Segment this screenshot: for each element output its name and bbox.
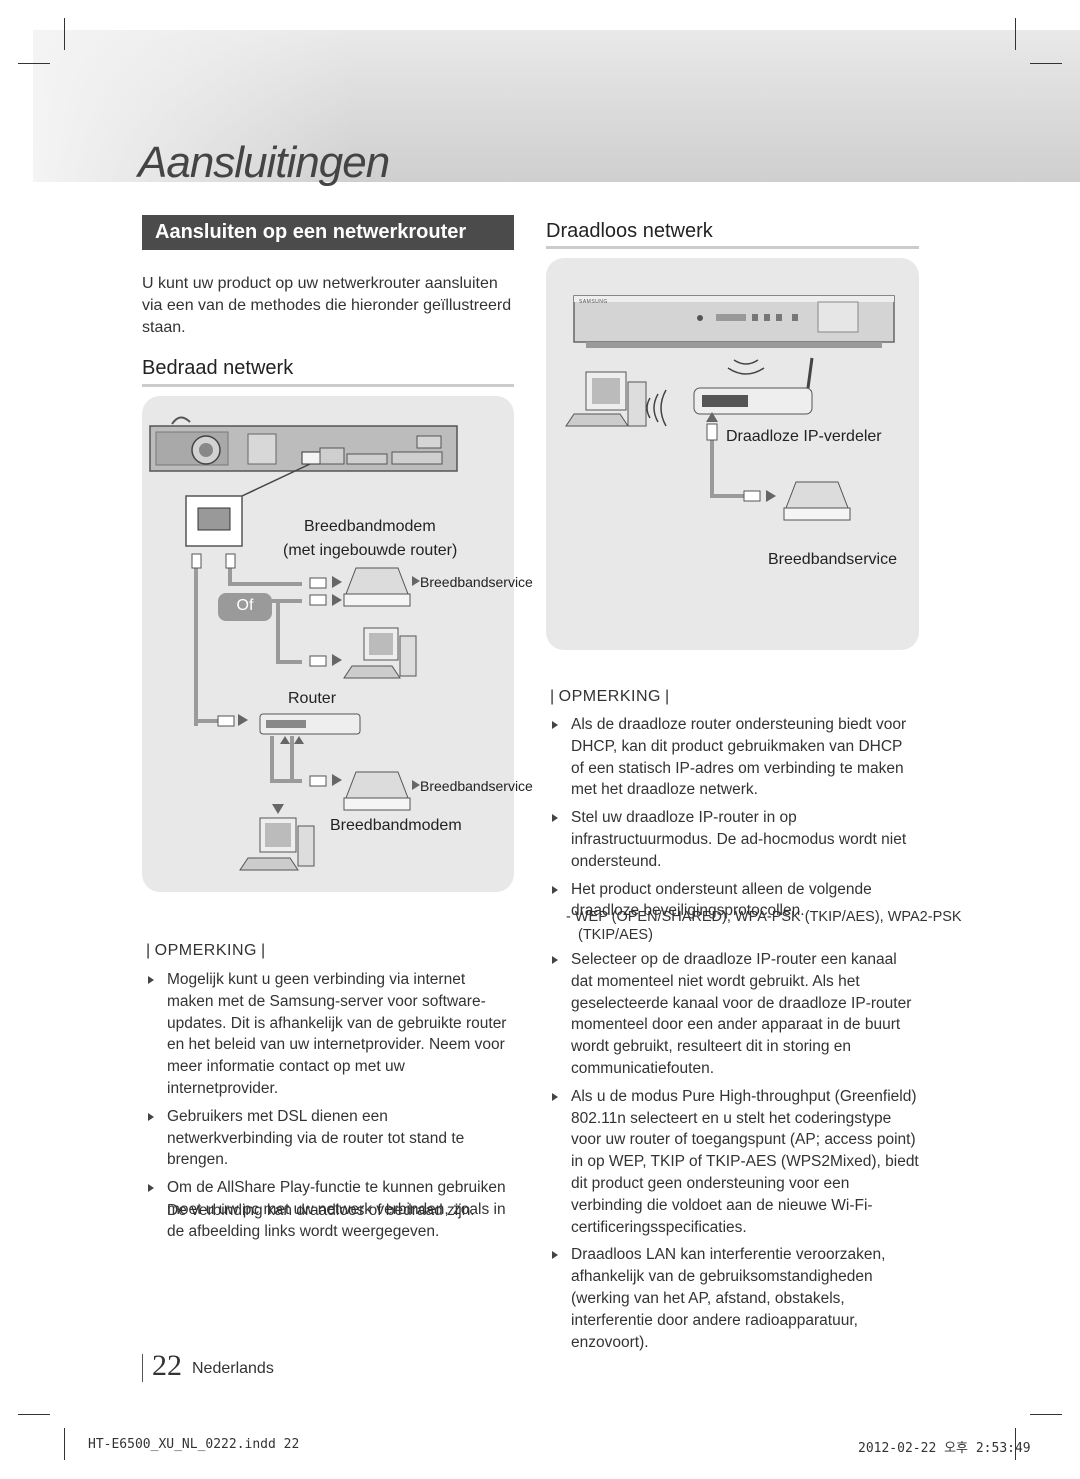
list-item: Als de draadloze router ondersteuning bi… (546, 714, 919, 801)
protocols-line-2: (TKIP/AES) (578, 927, 653, 943)
page-number: 22 (152, 1349, 182, 1382)
computer-icon (343, 627, 417, 679)
list-item: Stel uw draadloze IP-router in op infras… (546, 807, 919, 872)
wireless-router-icon (693, 387, 813, 415)
crop-mark (1015, 1428, 1016, 1460)
modem-label-2: Breedbandmodem (330, 817, 462, 834)
list-item: Selecteer op de draadloze IP-router een … (546, 949, 919, 1080)
wired-diagram-art (149, 416, 458, 871)
wifi-waves-icon (733, 359, 759, 365)
wireless-diagram-art (565, 295, 895, 521)
crop-mark (64, 18, 65, 50)
protocols-line: - WEP (OPEN/SHARED), WPA-PSK (TKIP/AES),… (566, 909, 962, 925)
access-point-label: Draadloze IP-verdeler (726, 428, 882, 445)
service-label-2: Breedbandservice (420, 778, 533, 794)
lan-port (301, 451, 321, 465)
service-label: Breedbandservice (420, 574, 533, 590)
list-item: Mogelijk kunt u geen verbinding via inte… (142, 969, 514, 1100)
crop-mark (1030, 1414, 1062, 1415)
computer-icon-2 (239, 817, 315, 871)
router-icon (259, 713, 361, 735)
computer-icon (565, 371, 647, 427)
wired-heading: Bedraad netwerk (142, 357, 294, 379)
or-label: Of (236, 597, 254, 614)
router-label: Router (288, 690, 337, 707)
header-fade (33, 30, 353, 182)
left-notes-list: Mogelijk kunt u geen verbinding via inte… (142, 969, 514, 1249)
list-item: Om de AllShare Play-functie te kunnen ge… (142, 1177, 514, 1242)
crop-mark (18, 1414, 50, 1415)
or-badge (218, 593, 272, 621)
page-title: Aansluitingen (138, 138, 390, 187)
right-notes-list: Als de draadloze router ondersteuning bi… (546, 714, 919, 928)
list-item: Het product ondersteunt alleen de volgen… (546, 879, 919, 923)
list-item: Als u de modus Pure High-throughput (Gre… (546, 1086, 919, 1239)
device-brand: SAMSUNG (579, 299, 608, 305)
note-heading: |OPMERKING| (146, 942, 266, 959)
modem-icon (345, 771, 409, 799)
section-heading: Aansluiten op een netwerkrouter (142, 215, 514, 250)
wireless-diagram-panel: SAMSUNG Draadloze IP-verdeler Breedbands… (546, 258, 919, 650)
note-extra: De verbinding kan draadloos of bedraad z… (167, 1202, 475, 1219)
crop-mark (64, 1428, 65, 1460)
footer-file: HT-E6500_XU_NL_0222.indd 22 (88, 1437, 300, 1452)
crop-mark (18, 63, 50, 64)
right-notes-list-2: Selecteer op de draadloze IP-router een … (546, 949, 919, 1359)
wired-diagram-panel: Breedbandmodem (met ingebouwde router) B… (142, 396, 533, 892)
modem-label: Breedbandmodem (304, 518, 436, 535)
service-label: Breedbandservice (768, 551, 897, 568)
list-item: Gebruikers met DSL dienen een netwerkver… (142, 1106, 514, 1171)
heading-rule (142, 384, 514, 387)
crop-mark (1015, 18, 1016, 50)
list-item: Draadloos LAN kan interferentie veroorza… (546, 1244, 919, 1353)
intro-text: U kunt uw product op uw netwerkrouter aa… (142, 275, 512, 336)
footer-date: 2012-02-22 오후 2:53:49 (858, 1441, 1031, 1456)
modem-icon (785, 481, 849, 509)
language-label: Nederlands (192, 1360, 274, 1377)
power-icon (697, 315, 703, 321)
crop-mark (1030, 63, 1062, 64)
heading-rule-2 (546, 246, 919, 249)
page-number-bar (142, 1354, 143, 1382)
wireless-heading: Draadloos netwerk (546, 220, 713, 242)
modem-sub-label: (met ingebouwde router) (283, 542, 458, 559)
note-heading-2: |OPMERKING| (550, 688, 670, 705)
modem-router-icon (345, 567, 409, 595)
